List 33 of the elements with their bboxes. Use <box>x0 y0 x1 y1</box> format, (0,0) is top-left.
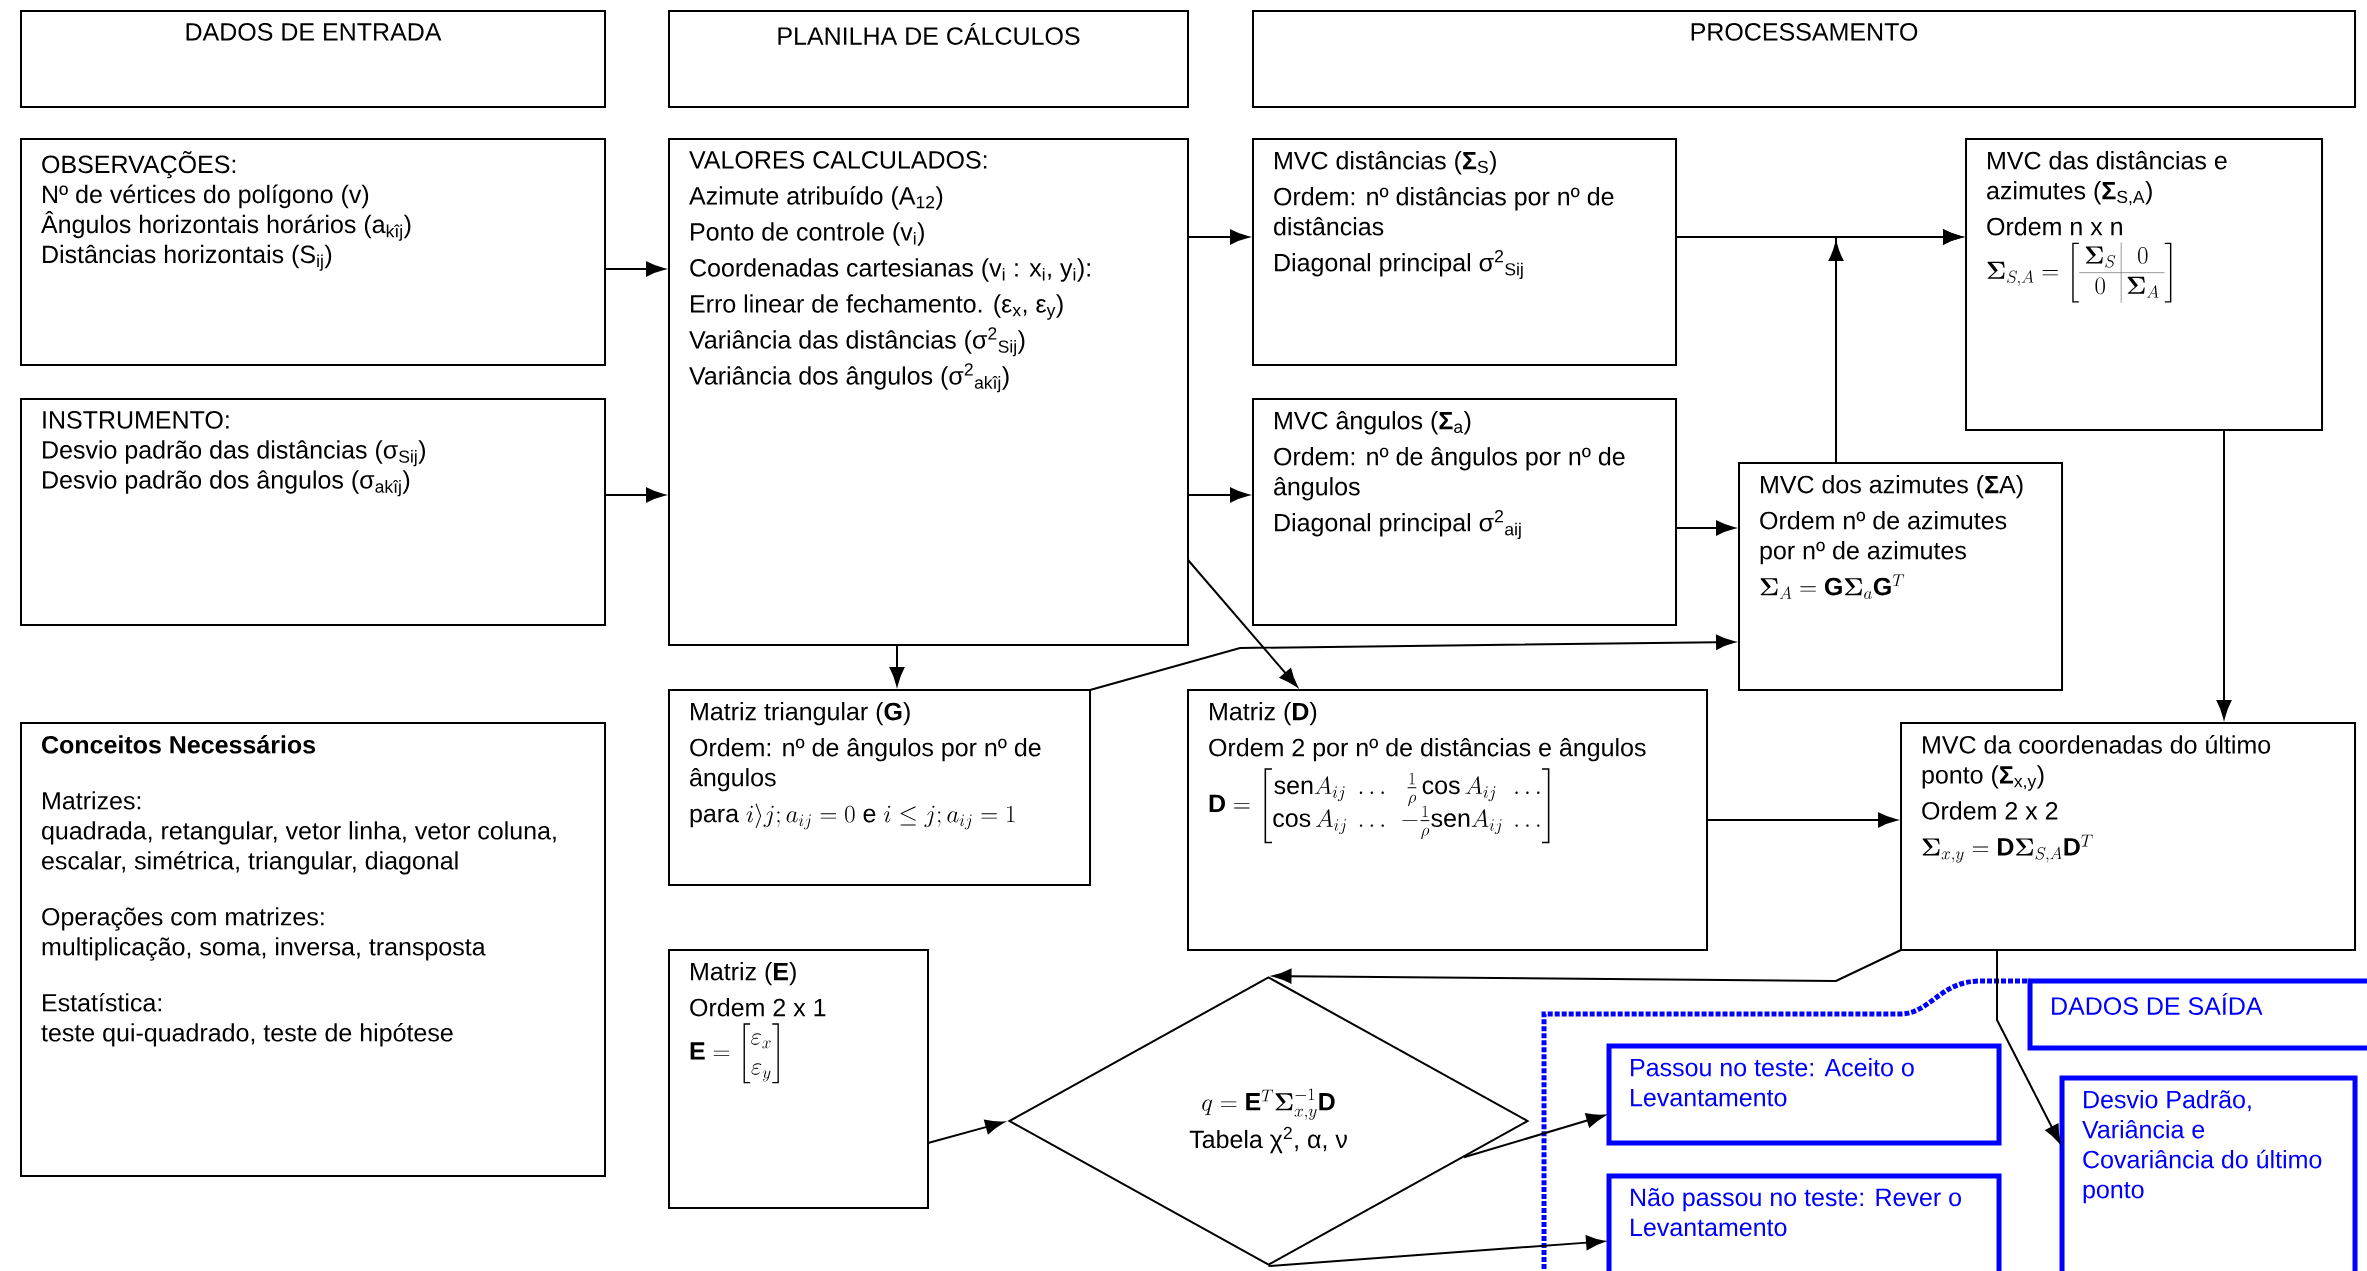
process-box: Matriz (E) Ordem 2 x 1 $\mathbf{E} = \begin{bmatrix}\varepsilon_{x}\\ \varepsilon_{y}\end{bmatrix}$ <box>668 949 929 1209</box>
section-header-box: DADOS DE ENTRADA <box>20 10 606 108</box>
arrow <box>2216 429 2232 719</box>
arrow <box>1187 559 1298 688</box>
arrow <box>1706 812 1897 828</box>
arrow <box>1187 487 1249 503</box>
process-box: MVC ângulos (Σ$_{a}$) Ordem: nº de ângulos por nº de ângulos Diagonal principal σ$^{2}$aij <box>1252 398 1678 626</box>
notes-box: Conceitos Necessários Matrizes: quadrada, retangular, vetor linha, vetor coluna, escalar, simétrica, triangular, diagonal Operações com matrizes: multiplicação, soma, inversa, transposta Estatística: teste qui-quadrado, teste de hipótese <box>20 722 606 1177</box>
arrow <box>1675 520 1735 536</box>
process-box: Matriz triangular (G) Ordem: nº de ângulos por nº de ângulos $\text{para } i \rangle j; a_{ij}=0 \text{ e } i \le j; a_{ij}=1$ <box>668 689 1091 886</box>
section-header-box: PROCESSAMENTO <box>1252 10 2357 108</box>
arrow <box>604 261 665 277</box>
output-box: Passou no teste: Aceito o Levantamento <box>1606 1043 2002 1146</box>
process-box: MVC da coordenadas do último ponto (Σ$_{x,y}$) Ordem 2 x 2 $\boldsymbol{\Sigma}_{x,y} = \mathbf{D}\boldsymbol{\Sigma}_{S,A}\mathbf{D}^{T}$ <box>1900 722 2357 951</box>
arrow <box>889 644 905 686</box>
arrow <box>1187 229 1249 245</box>
process-box: MVC dos azimutes (ΣA) Ordem nº de azimutes por nº de azimutes $\boldsymbol{\Sigma}_{A} = \mathbf{G}\boldsymbol{\Sigma}_{a}\mathbf{G}^{T}$ <box>1738 462 2064 691</box>
arrow <box>1996 949 2061 1144</box>
arrow <box>1675 229 1962 245</box>
process-box: MVC distâncias (Σ$_{S}$) Ordem: nº distâncias por nº de distâncias Diagonal principal σ$^{2}$Sij <box>1252 138 1678 366</box>
arrow <box>1089 635 1735 691</box>
arrow <box>1272 949 1902 984</box>
output-box: Não passou no teste: Rever o Levantamento <box>1606 1173 2002 1271</box>
process-box: MVC das distâncias e azimutes (Σ$_{S,A}$) Ordem n x n $\boldsymbol{\Sigma}_{S,A} = \left[\begin{array}{c|c}\boldsymbol{\Sigma}_{S} & 0\\ \hline 0 & \boldsymbol{\Sigma}_{A}\end{array}\right]$ <box>1965 138 2324 431</box>
arrow <box>604 487 665 503</box>
process-box: INSTRUMENTO: Desvio padrão das distâncias (σ$_{Sij}$) Desvio padrão dos ângulos (σ$_{akîj}$) <box>20 398 606 626</box>
process-box: OBSERVAÇÕES: Nº de vértices do polígono (v) Ângulos horizontais horários (a$_{kîj}$) Distâncias horizontais (S$_{ij}$) <box>20 138 606 366</box>
output-box: Desvio Padrão, Variância e Covariância do último ponto <box>2059 1075 2358 1271</box>
process-box: Matriz (D) Ordem 2 por nº de distâncias e ângulos $\mathbf{D}=\begin{bmatrix}\mathrm{sen}A_{ij} & \dots & \frac{1}{\rho}\cos A_{ij} & \dots\\ \cos A_{ij} & \dots & -\frac{1}{\rho}\mathrm{sen}A_{ij} & \dots\end{bmatrix}$ <box>1187 689 1709 951</box>
process-box: VALORES CALCULADOS: Azimute atribuído (A$_{12}$) Ponto de controle (v$_{i}$) Coordenadas cartesianas (v$_{i}$ : x$_{i}$, y$_{i}$): Erro linear de fechamento. (ε$_{x}$, ε$_{y}$) Variância das distâncias (σ$^{2}$$_{Sij}$) Variância dos ângulos (σ$^{2}$$_{akîj}$) <box>668 138 1189 646</box>
arrow <box>1267 1235 1605 1267</box>
section-header-box: PLANILHA DE CÁLCULOS <box>668 10 1189 108</box>
output-box: DADOS DE SAÍDA <box>2027 978 2367 1051</box>
